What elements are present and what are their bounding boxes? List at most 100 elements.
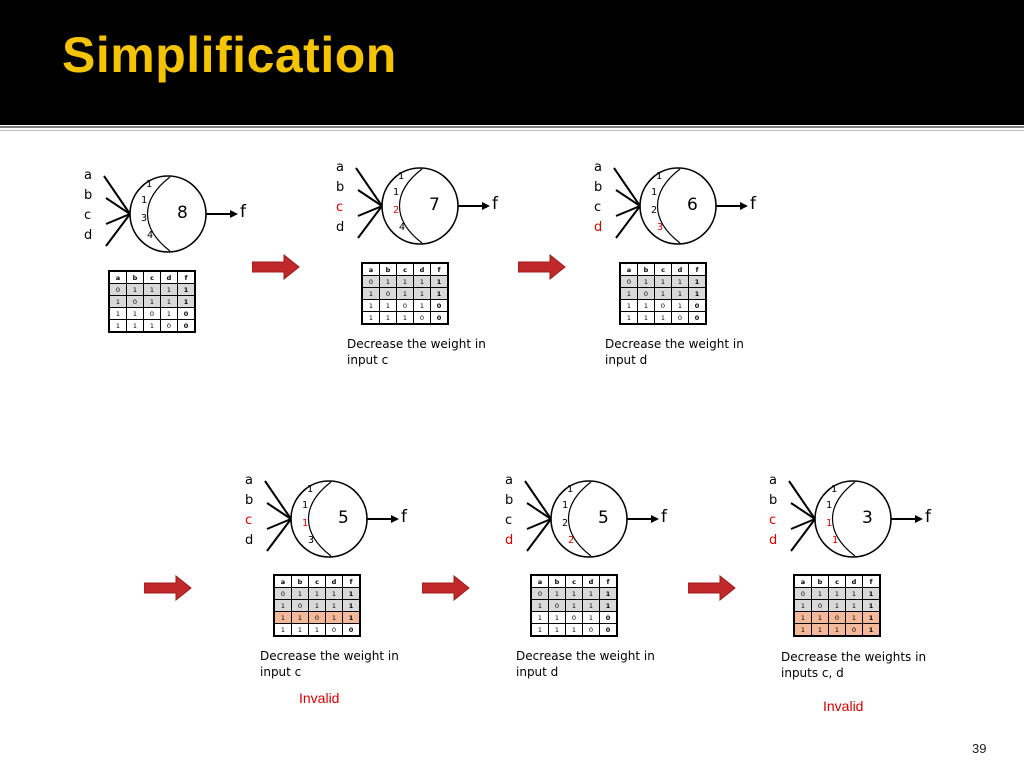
- weight-value: 2: [393, 205, 400, 216]
- transition-arrow-icon: [422, 575, 470, 601]
- table-cell: 1: [396, 275, 414, 288]
- input-label: d: [505, 533, 514, 548]
- weight-value: 1: [832, 535, 839, 546]
- output-label: f: [240, 202, 246, 222]
- input-edge: [615, 205, 641, 217]
- step-caption: Decrease the weight in input d: [516, 649, 655, 679]
- weight-value: 1: [651, 187, 658, 198]
- table-cell: 1: [793, 611, 812, 624]
- table-cell: 1: [619, 311, 638, 325]
- header-rule-thin: [0, 130, 1024, 131]
- table-cell: 1: [126, 319, 144, 333]
- table-cell: 1: [325, 611, 343, 624]
- threshold-value: 7: [429, 195, 440, 215]
- table-cell: 0: [177, 307, 196, 320]
- weight-value: 3: [308, 535, 315, 546]
- threshold-value: 5: [338, 508, 349, 528]
- neuron-diagram: [613, 167, 748, 245]
- table-cell: 1: [396, 311, 414, 325]
- table-cell: 1: [273, 611, 292, 624]
- table-cell: 1: [671, 299, 689, 312]
- table-cell: 1: [143, 295, 161, 308]
- table-cell: 1: [342, 611, 361, 624]
- table-cell: 0: [811, 599, 829, 612]
- table-cell: 1: [143, 283, 161, 296]
- output-label: f: [401, 507, 407, 527]
- input-edge: [357, 189, 383, 207]
- table-cell: 1: [654, 311, 672, 325]
- table-cell: 0: [845, 623, 863, 637]
- table-cell: 1: [845, 599, 863, 612]
- input-label: a: [336, 160, 344, 175]
- table-cell: 1: [308, 623, 326, 637]
- table-cell: 0: [599, 611, 618, 624]
- table-cell: 1: [862, 587, 881, 600]
- table-cell: 1: [379, 311, 397, 325]
- output-arrowhead-icon: [651, 515, 659, 523]
- table-cell: 1: [548, 623, 566, 637]
- table-cell: 1: [308, 599, 326, 612]
- input-label: c: [594, 200, 602, 215]
- table-cell: 1: [688, 275, 707, 288]
- input-label: a: [245, 473, 253, 488]
- table-cell: 0: [671, 311, 689, 325]
- table-header-cell: c: [396, 262, 414, 276]
- table-cell: 1: [160, 307, 178, 320]
- table-cell: 1: [160, 295, 178, 308]
- threshold-arc: [399, 168, 423, 244]
- table-cell: 1: [160, 283, 178, 296]
- input-label: b: [505, 493, 514, 508]
- table-header-cell: d: [845, 574, 863, 588]
- table-cell: 1: [862, 599, 881, 612]
- table-cell: 0: [430, 299, 449, 312]
- table-cell: 0: [342, 623, 361, 637]
- table-cell: 1: [654, 275, 672, 288]
- table-cell: 1: [811, 587, 829, 600]
- table-cell: 1: [273, 623, 292, 637]
- page-number: 39: [972, 741, 987, 756]
- threshold-value: 6: [687, 195, 698, 215]
- threshold-value: 5: [598, 508, 609, 528]
- weight-value: 4: [399, 222, 406, 233]
- table-cell: 1: [565, 599, 583, 612]
- input-label: d: [594, 220, 603, 235]
- threshold-value: 3: [862, 508, 873, 528]
- table-cell: 0: [599, 623, 618, 637]
- weight-value: 2: [651, 205, 658, 216]
- weight-value: 1: [562, 500, 569, 511]
- step-caption: Decrease the weight in input c: [260, 649, 399, 679]
- table-cell: 0: [273, 587, 292, 600]
- table-cell: 0: [177, 319, 196, 333]
- input-edge: [526, 518, 552, 530]
- input-edge: [524, 480, 552, 520]
- input-label: b: [336, 180, 345, 195]
- table-cell: 0: [126, 295, 144, 308]
- weight-value: 1: [567, 484, 574, 495]
- invalid-status: Invalid: [299, 690, 340, 706]
- transition-arrow-icon: [252, 254, 300, 280]
- output-arrowhead-icon: [391, 515, 399, 523]
- table-cell: 0: [548, 599, 566, 612]
- input-edge: [357, 205, 383, 217]
- transition-arrow-icon: [518, 254, 566, 280]
- input-label: c: [769, 513, 777, 528]
- table-cell: 1: [845, 611, 863, 624]
- weight-value: 3: [657, 222, 664, 233]
- output-arrowhead-icon: [740, 202, 748, 210]
